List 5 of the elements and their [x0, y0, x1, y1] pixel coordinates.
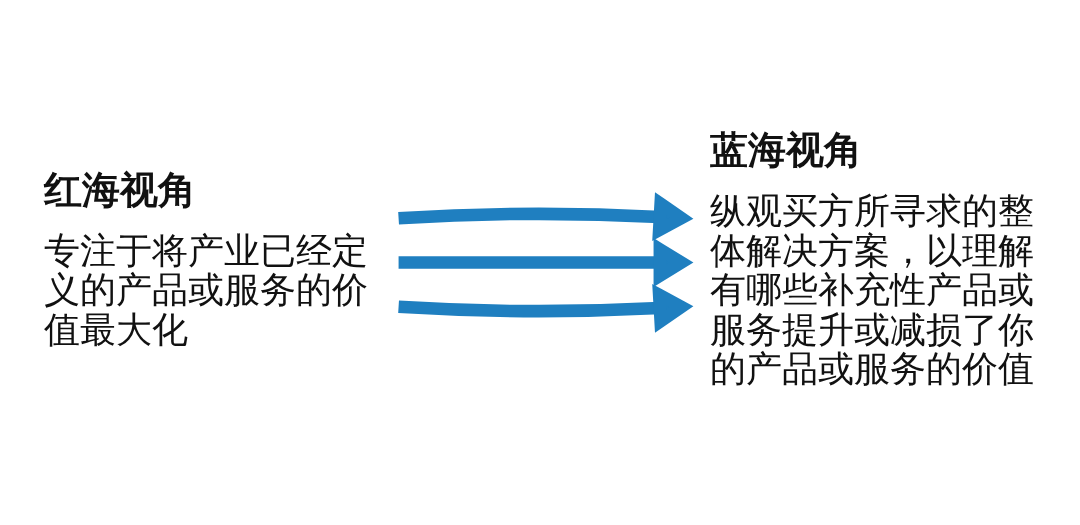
node-text: 红海视角 专注于将产业已经定义的产品或服务的价值最大化 — [43, 167, 368, 350]
arrow — [398, 238, 694, 287]
arrow — [398, 284, 694, 333]
arrow — [398, 192, 694, 241]
node-text: 蓝海视角 纵观买方所寻求的整体解决方案，以理解有哪些补充性产品或服务提升或减损了你的产品或服务的价值 — [709, 128, 1034, 390]
